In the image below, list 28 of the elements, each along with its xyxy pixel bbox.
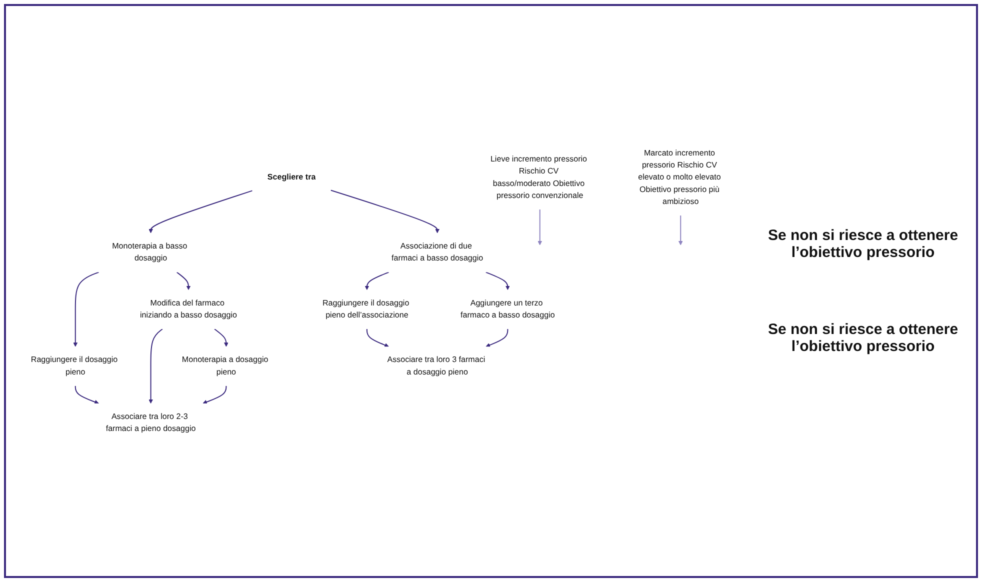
arrow — [678, 215, 683, 245]
arrow — [74, 386, 99, 404]
node-text: Monoterapia a dosaggio pieno — [182, 355, 268, 376]
node-text: Raggiungere il dosaggio pieno — [30, 355, 118, 376]
node-text: Marcato incremento pressorio Rischio CV elevato o molto elevato Obiettivo pressorio più ambizioso — [638, 148, 721, 206]
node-text: Associare tra loro 3 farmaci a dosaggio pieno — [387, 355, 486, 376]
node-text: Raggiungere il dosaggio pieno dell’associazione — [322, 298, 410, 320]
arrow — [486, 328, 508, 347]
arrow — [538, 209, 542, 245]
arrow — [486, 271, 510, 290]
node-text: Aggiungere un terzo farmaco a basso dosaggio — [460, 298, 555, 320]
node-text: Scegliere tra — [267, 172, 316, 182]
arrow — [364, 271, 389, 290]
node-text: Monoterapia a basso dosaggio — [112, 242, 188, 262]
arrow — [148, 328, 163, 404]
note-text: Se non si riesce a ottenere l’obiettivo pressorio — [766, 227, 960, 261]
arrow — [202, 386, 227, 404]
arrow — [214, 328, 228, 346]
node-text: Lieve incremento pressorio Rischio CV basso/moderato Obiettivo pressorio convenzionale — [490, 154, 588, 200]
note-text: Se non si riesce a ottenere l’obiettivo pressorio — [766, 321, 960, 355]
arrow — [330, 189, 440, 233]
node-text: Associare tra loro 2-3 farmaci a pieno dosaggio — [106, 412, 196, 433]
arrow — [366, 328, 389, 347]
arrow — [176, 272, 191, 290]
arrow — [148, 190, 252, 233]
node-text: Associazione di due farmaci a basso dosaggio — [391, 242, 484, 262]
node-text: Modifica del farmaco iniziando a basso dosaggio — [140, 298, 237, 320]
arrow — [73, 271, 99, 346]
